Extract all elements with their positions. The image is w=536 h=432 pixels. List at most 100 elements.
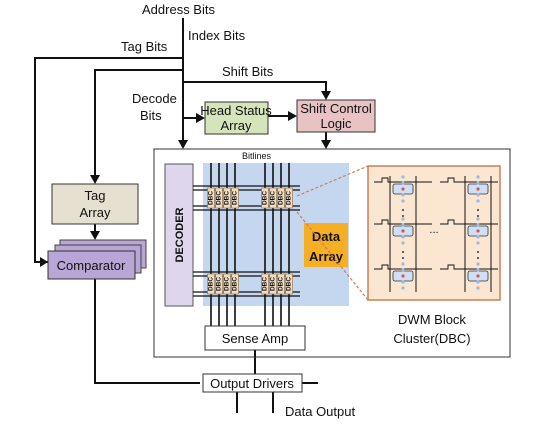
dbc-cell	[261, 273, 269, 295]
inset-domain-dot	[401, 274, 405, 278]
dbc-cell-label: DBC	[262, 277, 269, 291]
dbc-cell-label: DBC	[208, 191, 215, 205]
signal-wires	[34, 18, 331, 413]
inset-access-line	[440, 219, 498, 225]
dbc-cell	[277, 187, 285, 209]
output-drivers-label: Output Drivers	[210, 376, 294, 391]
inset-domain-dot	[401, 280, 405, 284]
dbc-cell	[285, 187, 293, 209]
inset-access-line	[374, 177, 432, 183]
inset-domain-dot	[476, 193, 480, 197]
dbc-cell	[269, 187, 277, 209]
dbc-cell	[215, 273, 223, 295]
dbc-cell-label: DBC	[216, 191, 223, 205]
inset-domain-dot	[401, 241, 405, 245]
inset-domain-dot	[476, 175, 480, 179]
inset-continuation-dot	[477, 257, 479, 259]
head-status-label-1: Head Status	[200, 103, 272, 118]
inset-access-line	[440, 264, 498, 270]
dbc-cell-label: DBC	[224, 191, 231, 205]
shift-control-logic: Shift Control Logic	[296, 99, 376, 133]
dbc-cell	[285, 273, 293, 295]
index-bits-label: Index Bits	[188, 28, 246, 43]
inset-domain-dot	[401, 193, 405, 197]
zoom-line-bottom	[296, 211, 369, 301]
inset-continuation-dot	[402, 215, 404, 217]
dbc-cell-label: DBC	[278, 191, 285, 205]
dbc-cell-label: DBC	[270, 277, 277, 291]
inset-domain-dot	[401, 229, 405, 233]
data-array-label-2: Array	[309, 249, 344, 264]
inset-domain-dot	[476, 199, 480, 203]
inset-domain-dot	[401, 262, 405, 266]
dbc-cell-label: DBC	[278, 277, 285, 291]
inset-domain-dot	[476, 262, 480, 266]
inset-access-line	[440, 177, 498, 183]
inset-domain-dot	[476, 286, 480, 290]
inset-domain-dot	[476, 187, 480, 191]
dwm-label-2: Cluster(DBC)	[393, 331, 470, 346]
memory-bank-outline	[153, 148, 511, 358]
sense-amp-box	[204, 325, 306, 351]
inset-domain-dot	[476, 274, 480, 278]
shift-control-label-1: Shift Control	[300, 101, 372, 116]
inset-domain-dot	[476, 235, 480, 239]
dwm-inset-cells	[374, 175, 498, 292]
decoder-box	[164, 163, 194, 307]
wordline-group	[193, 185, 300, 297]
inset-domain-dot	[401, 268, 405, 272]
dbc-cell-label: DBC	[224, 277, 231, 291]
inset-access-line	[374, 219, 432, 225]
shift-control-label-2: Logic	[320, 116, 352, 131]
inset-domain-dot	[401, 235, 405, 239]
dbc-cell-label: DBC	[232, 191, 239, 205]
tag-array-label-2: Array	[79, 205, 111, 220]
inset-continuation-dot	[477, 209, 479, 211]
inset-domain-dot	[401, 223, 405, 227]
inset-continuation-dot	[402, 209, 404, 211]
inset-ellipsis: ...	[429, 224, 438, 236]
inset-domain-dot	[401, 217, 405, 221]
head-status-array: Head Status Array	[200, 101, 272, 135]
dbc-cell	[277, 273, 285, 295]
head-status-box	[204, 101, 269, 135]
dbc-cell	[231, 187, 239, 209]
decoder-label: DECODER	[174, 207, 186, 262]
tag-bits-label: Tag Bits	[121, 39, 168, 54]
sense-amp: Sense Amp	[204, 325, 306, 351]
inset-access-line	[374, 264, 432, 270]
bitlines-label: Bitlines	[242, 151, 272, 161]
inset-domain-dot	[401, 187, 405, 191]
inset-domain-dot	[401, 199, 405, 203]
shift-bits-label: Shift Bits	[222, 64, 274, 79]
inset-continuation-dot	[402, 251, 404, 253]
dwm-inset: ...	[367, 165, 501, 301]
decoder: DECODER	[164, 163, 194, 307]
dbc-cell	[269, 273, 277, 295]
tag-array-box	[51, 183, 139, 225]
output-drivers: Output Drivers	[202, 373, 303, 393]
sense-amp-label: Sense Amp	[222, 331, 289, 346]
inset-domain-dot	[476, 223, 480, 227]
inset-domain-dot	[476, 217, 480, 221]
dbc-cell	[223, 273, 231, 295]
address-bits-label: Address Bits	[142, 2, 215, 17]
tag-array-label-1: Tag	[85, 188, 106, 203]
data-array-label-box	[304, 223, 348, 267]
dbc-cell-label: DBC	[262, 191, 269, 205]
dbc-cell	[207, 187, 215, 209]
decode-bits-label-1: Decode	[132, 91, 177, 106]
dbc-cell	[223, 187, 231, 209]
inset-domain-dot	[476, 229, 480, 233]
tag-array: Tag Array	[51, 183, 139, 225]
inset-continuation-dot	[477, 251, 479, 253]
dbc-cell-label: DBC	[286, 191, 293, 205]
dbc-cell	[231, 273, 239, 295]
dbc-cell-label: DBC	[286, 277, 293, 291]
inset-domain-dot	[401, 286, 405, 290]
inset-domain-dot	[476, 280, 480, 284]
inset-continuation-dot	[402, 257, 404, 259]
dbc-cell	[261, 187, 269, 209]
dbc-cell-label: DBC	[208, 277, 215, 291]
